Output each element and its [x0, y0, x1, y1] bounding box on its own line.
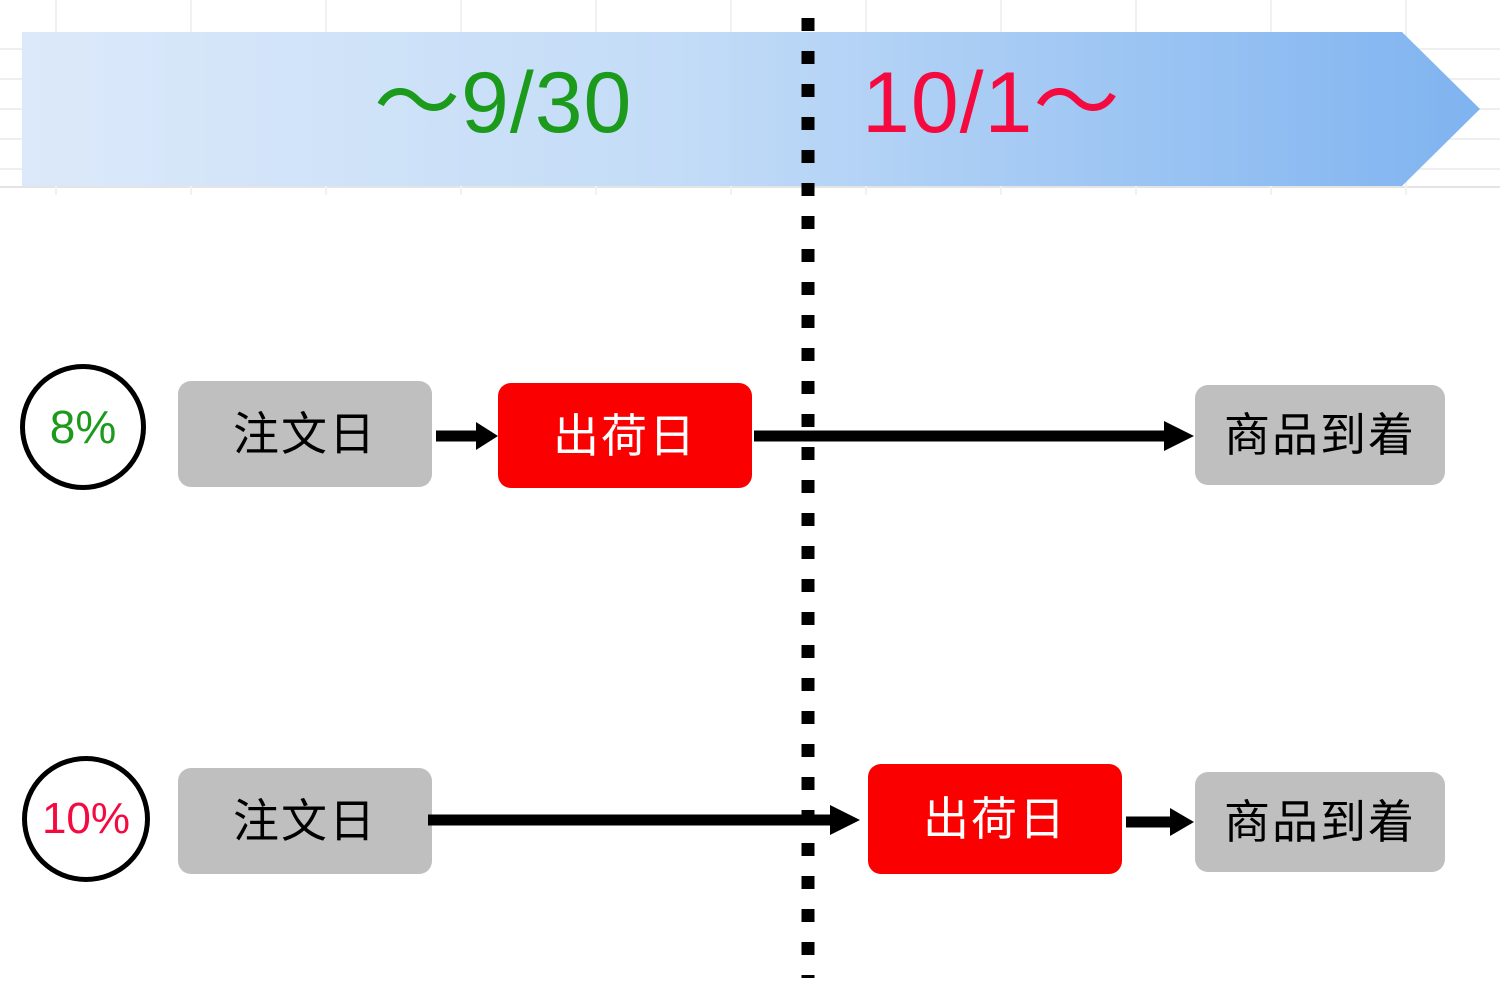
row1-arrow-order-to-ship — [436, 416, 498, 456]
node-label: 出荷日 — [923, 793, 1067, 845]
row2-arrow-ship-to-arrival — [1126, 802, 1194, 842]
node-label: 商品到着 — [1224, 796, 1416, 848]
rate-badge-8: 8% — [20, 364, 146, 490]
rate-badge-label: 10% — [41, 794, 131, 843]
row2-node-order-date: 注文日 — [178, 768, 432, 874]
node-label: 商品到着 — [1224, 409, 1416, 461]
node-label: 注文日 — [233, 795, 377, 847]
row1-node-order-date: 注文日 — [178, 381, 432, 487]
row2-node-ship-date: 出荷日 — [868, 764, 1122, 874]
row2-arrow-order-to-ship — [428, 800, 860, 840]
rate-badge-label: 8% — [49, 401, 117, 453]
node-label: 出荷日 — [553, 409, 697, 462]
rate-badge-10: 10% — [22, 756, 150, 882]
banner-label-after-date: 10/1〜 — [862, 55, 1121, 151]
banner-label-group: 〜9/30 10/1〜 — [22, 32, 1480, 186]
banner-label-before-date: 〜9/30 — [374, 55, 633, 151]
row1-node-arrival: 商品到着 — [1195, 385, 1445, 485]
row2-node-arrival: 商品到着 — [1195, 772, 1445, 872]
tax-rate-timeline-banner: 〜9/30 10/1〜 — [22, 32, 1480, 186]
node-label: 注文日 — [233, 408, 377, 460]
grid-line-horizontal — [0, 186, 1500, 188]
row1-node-ship-date: 出荷日 — [498, 383, 752, 488]
row1-arrow-ship-to-arrival — [754, 416, 1194, 456]
